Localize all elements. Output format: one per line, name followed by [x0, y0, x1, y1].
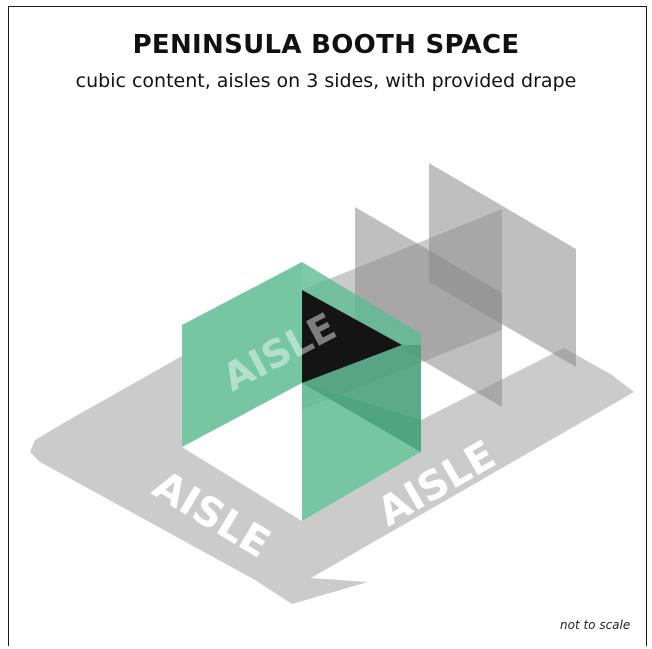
- scale-note: not to scale: [560, 618, 631, 632]
- aisle-floor: [30, 348, 634, 604]
- page-title: PENINSULA BOOTH SPACE: [132, 30, 520, 60]
- booth-walls: [182, 262, 421, 521]
- drape-panel-rear: [355, 207, 502, 407]
- booth-wall-left: [182, 262, 302, 447]
- booth-wall-shade: [302, 345, 421, 452]
- drape-panel-tall: [429, 163, 576, 367]
- page-subtitle: cubic content, aisles on 3 sides, with p…: [75, 70, 577, 92]
- booth-back-triangle: [302, 290, 402, 383]
